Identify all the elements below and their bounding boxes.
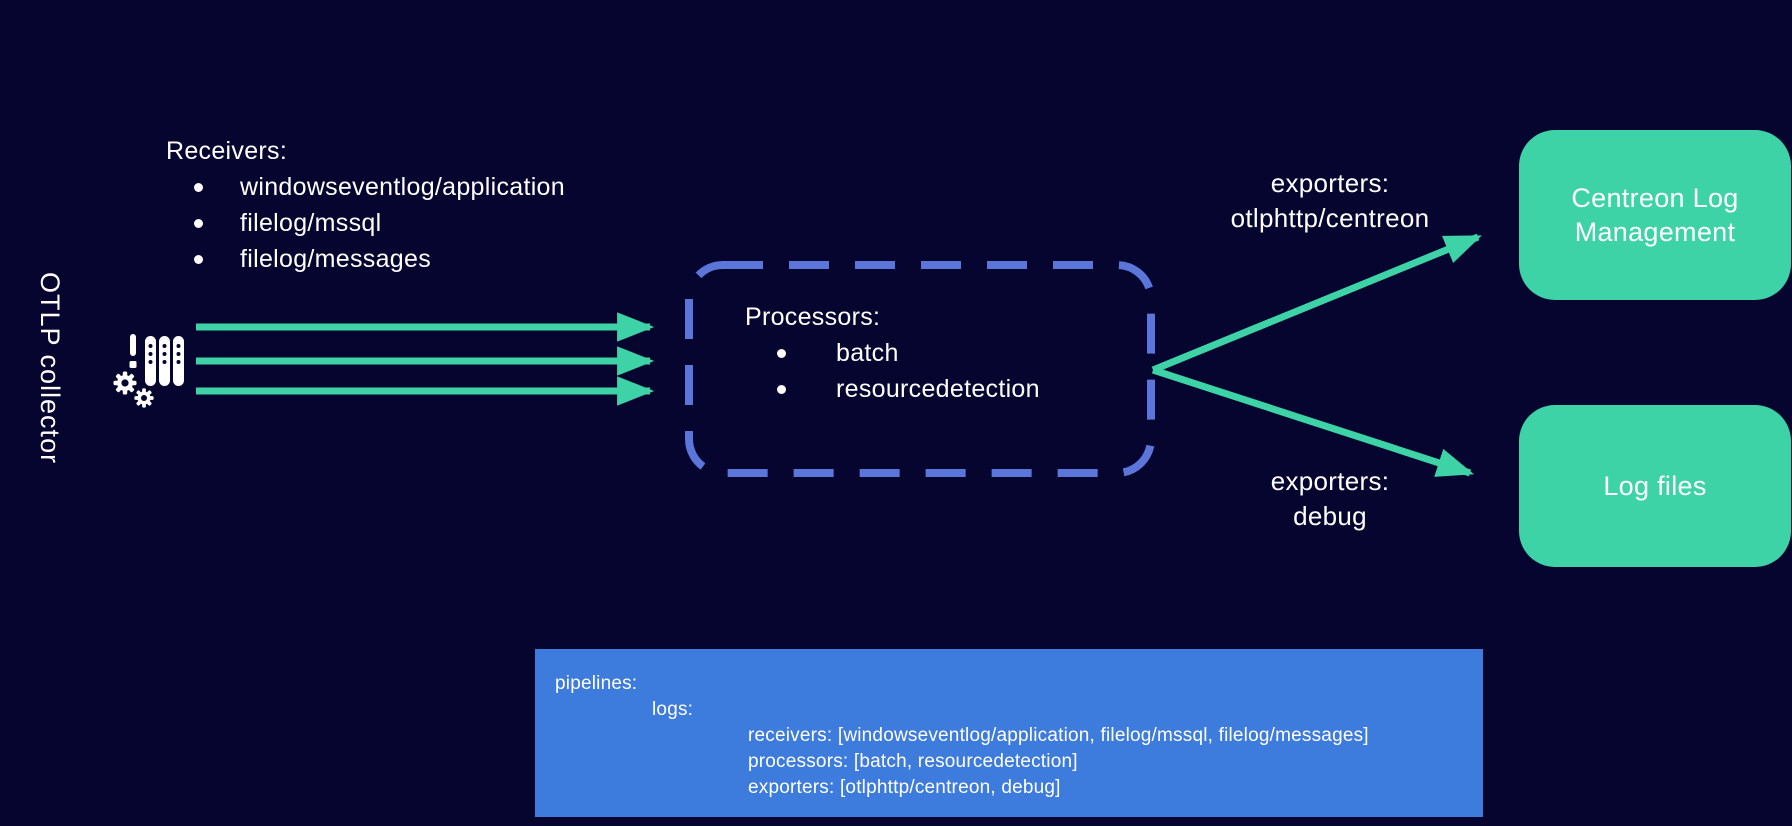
config-line: processors: [batch, resourcedetection] bbox=[748, 751, 1078, 772]
exporter-label-line: exporters: bbox=[1270, 168, 1390, 198]
processor-item-label: resourcedetection bbox=[836, 375, 1040, 403]
destination-box-log-files: Log files bbox=[1519, 405, 1791, 567]
gear-icon-small bbox=[132, 386, 156, 410]
processor-item: resourcedetection bbox=[745, 375, 1040, 403]
exporter-label-debug: exporters: debug bbox=[1180, 464, 1480, 534]
bullet-icon bbox=[777, 349, 786, 358]
gear-icon-large bbox=[111, 369, 139, 397]
config-line: pipelines: bbox=[555, 673, 638, 694]
config-line: receivers: [windowseventlog/application,… bbox=[748, 725, 1369, 746]
config-line: exporters: [otlphttp/centreon, debug] bbox=[748, 777, 1061, 798]
receivers-block: Receivers: windowseventlog/application f… bbox=[166, 136, 565, 283]
destination-box-centreon-log-management: Centreon Log Management bbox=[1519, 130, 1791, 300]
exporter-label-centreon: exporters: otlphttp/centreon bbox=[1180, 166, 1480, 236]
bullet-icon bbox=[194, 255, 203, 264]
receiver-item-label: filelog/mssql bbox=[240, 209, 382, 237]
bullet-icon bbox=[777, 385, 786, 394]
receiver-item-label: windowseventlog/application bbox=[240, 173, 565, 201]
exporter-arrow-top bbox=[1151, 233, 1482, 374]
processor-item-label: batch bbox=[836, 339, 899, 367]
otlp-collector-label: OTLP collector bbox=[35, 272, 65, 465]
receiver-item-label: filelog/messages bbox=[240, 245, 432, 273]
bullet-icon bbox=[194, 183, 203, 192]
receiver-item: windowseventlog/application bbox=[166, 173, 565, 201]
servers-with-gears-icon bbox=[111, 334, 184, 410]
processor-item: batch bbox=[745, 339, 1040, 367]
exporter-label-line: exporters: bbox=[1270, 466, 1390, 496]
processors-box-border bbox=[685, 261, 1155, 477]
exporter-label-line: otlphttp/centreon bbox=[1230, 203, 1430, 233]
receiver-item: filelog/mssql bbox=[166, 209, 565, 237]
processors-block: Processors: batch resourcedetection bbox=[745, 302, 1040, 413]
config-line: logs: bbox=[652, 699, 694, 720]
exporter-arrow-bottom bbox=[1151, 366, 1474, 477]
processors-title: Processors: bbox=[745, 303, 881, 331]
receivers-title: Receivers: bbox=[166, 137, 288, 165]
exporter-label-line: debug bbox=[1293, 501, 1367, 531]
pipeline-config-box: pipelines: logs: receivers: [windowseven… bbox=[535, 649, 1483, 817]
receiver-item: filelog/messages bbox=[166, 245, 565, 273]
bullet-icon bbox=[194, 219, 203, 228]
